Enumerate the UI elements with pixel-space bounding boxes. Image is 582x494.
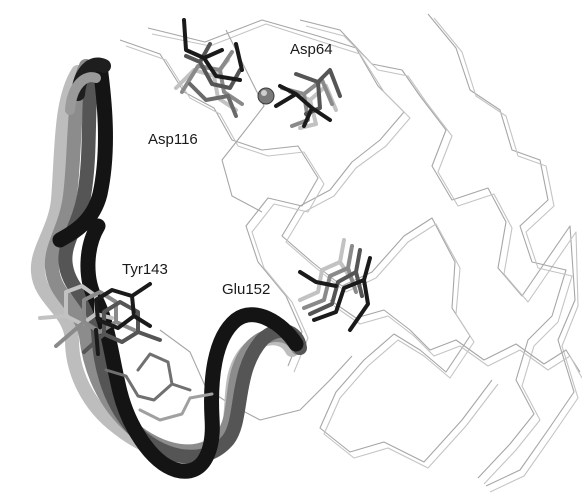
label-asp64: Asp64 <box>290 41 333 58</box>
label-tyr143: Tyr143 <box>122 261 168 278</box>
label-glu152: Glu152 <box>222 281 270 298</box>
label-asp116: Asp116 <box>148 131 198 148</box>
metal-ion-sphere <box>258 88 274 104</box>
